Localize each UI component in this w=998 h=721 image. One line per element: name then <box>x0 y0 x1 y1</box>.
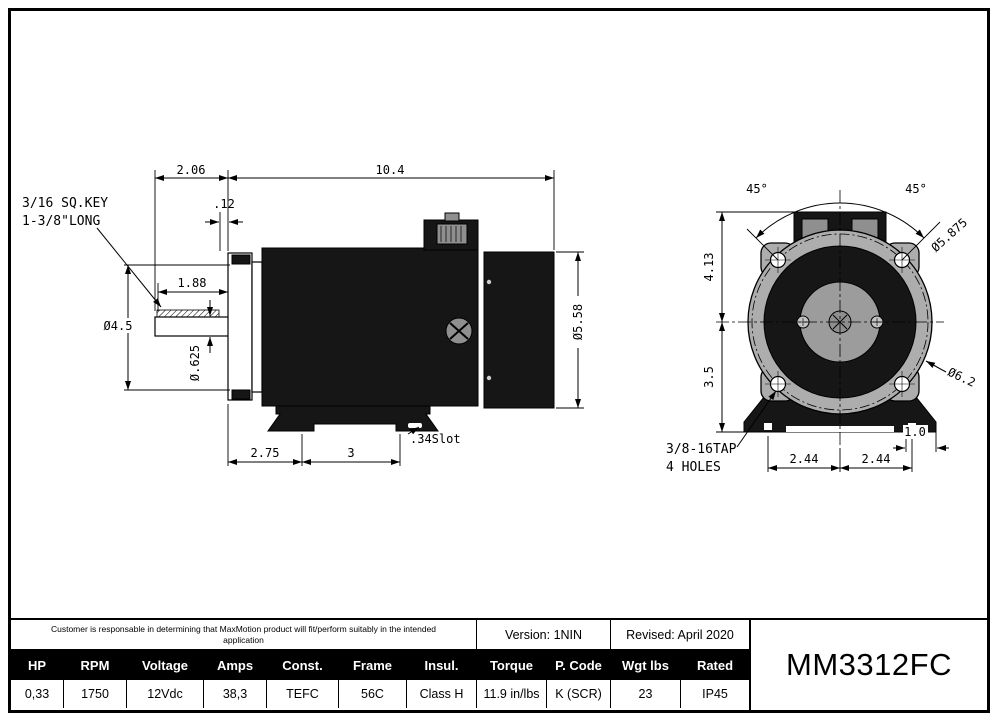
dim-hole-right: 2.44 <box>862 452 891 466</box>
disclaimer-line2: application <box>223 634 264 645</box>
spec-value-frame: 56C <box>339 680 407 708</box>
col-header-torque: Torque <box>477 650 547 680</box>
dim-pilot-dia: Ø4.5 <box>104 319 133 333</box>
dim-shaft-total: 2.06 <box>177 163 206 177</box>
dim-hole-left: 2.44 <box>790 452 819 466</box>
dim-flange-step: .12 <box>213 197 235 211</box>
dim-height-top: 4.13 <box>702 253 716 282</box>
spec-value-insul: Class H <box>407 680 477 708</box>
foot-slot-left <box>764 423 772 430</box>
dim-shaft-usable: 1.88 <box>178 276 207 290</box>
model-number: MM3312FC <box>749 620 987 710</box>
dim-bolt-circle: Ø5.875 <box>929 215 971 254</box>
dim-body-dia: Ø5.58 <box>571 304 585 340</box>
spec-value-voltage: 12Vdc <box>127 680 204 708</box>
disclaimer: Customer is responsable in determining t… <box>11 620 477 650</box>
title-block: Customer is responsable in determining t… <box>11 618 987 710</box>
spec-value-rated: IP45 <box>702 687 728 701</box>
front-view: 45° 45° Ø5.875 4.13 3.5 Ø6.2 3/8-16TAP 4… <box>666 182 978 475</box>
dim-foot-front: 2.75 <box>251 446 280 460</box>
mounting-base <box>267 405 439 432</box>
revised-cell: Revised: April 2020 <box>611 620 749 650</box>
spec-value-rpm: 1750 <box>64 680 127 708</box>
dim-angle-left: 45° <box>746 182 768 196</box>
spec-value-hp: 0,33 <box>11 680 64 708</box>
dim-foot-pad: 1.0 <box>904 425 926 439</box>
end-housing <box>483 251 555 409</box>
col-header-amps: Amps <box>204 650 267 680</box>
shaft-key <box>156 309 220 318</box>
dim-shaft-dia: Ø.625 <box>188 345 202 381</box>
col-header-rpm: RPM <box>64 650 127 680</box>
drawing-frame: 3/16 SQ.KEY 1-3/8"LONG 2.06 10.4 .12 1.8… <box>8 8 990 713</box>
disclaimer-line1: Customer is responsable in determining t… <box>50 624 437 634</box>
version-cell: Version: 1NIN <box>477 620 611 650</box>
spec-value-amps: 38,3 <box>204 680 267 708</box>
housing-screw-top <box>486 279 492 285</box>
spec-value-pcode: K (SCR) <box>547 680 611 708</box>
dim-body-length: 10.4 <box>376 163 405 177</box>
shaft <box>154 316 231 337</box>
flange-step <box>251 261 263 393</box>
slot-note: .34Slot <box>410 432 461 446</box>
col-header-hp: HP <box>11 650 64 680</box>
motor-body <box>261 247 479 407</box>
dim-foot-span: 3 <box>347 446 354 460</box>
flange-bolt-bottom <box>231 389 251 400</box>
col-header-voltage: Voltage <box>127 650 204 680</box>
base-slot <box>408 423 422 428</box>
col-header-frame: Frame <box>339 650 407 680</box>
col-header-rated: Rated <box>681 650 749 680</box>
spec-value-const: TEFC <box>267 680 339 708</box>
brush-cap-top <box>436 223 468 245</box>
housing-screw-bottom <box>486 375 492 381</box>
c-face-flange <box>227 252 253 401</box>
side-view-motor <box>154 212 555 432</box>
tap-note-line2: 4 HOLES <box>666 460 721 475</box>
tap-note-line1: 3/8-16TAP <box>666 442 737 457</box>
spec-table: Customer is responsable in determining t… <box>11 620 749 710</box>
key-note-line1: 3/16 SQ.KEY <box>22 196 108 211</box>
col-header-wgt: Wgt lbs <box>611 650 681 680</box>
spec-value-torque: 11.9 in/lbs <box>477 680 547 708</box>
flange-bolt-top <box>231 254 251 265</box>
spec-value-wgt: 23 <box>611 680 681 708</box>
side-view: 3/16 SQ.KEY 1-3/8"LONG 2.06 10.4 .12 1.8… <box>22 163 585 466</box>
key-note-line2: 1-3/8"LONG <box>22 214 100 229</box>
dim-outer-dia: Ø6.2 <box>946 365 978 390</box>
col-header-insul: Insul. <box>407 650 477 680</box>
dim-angle-right: 45° <box>905 182 927 196</box>
side-view-dimensions: 3/16 SQ.KEY 1-3/8"LONG 2.06 10.4 .12 1.8… <box>22 163 585 466</box>
col-header-pcode: P. Code <box>547 650 611 680</box>
dim-height-center: 3.5 <box>702 366 716 388</box>
technical-drawing: 3/16 SQ.KEY 1-3/8"LONG 2.06 10.4 .12 1.8… <box>22 163 978 475</box>
col-header-const: Const. <box>267 650 339 680</box>
brush-cap-knob <box>444 212 460 222</box>
